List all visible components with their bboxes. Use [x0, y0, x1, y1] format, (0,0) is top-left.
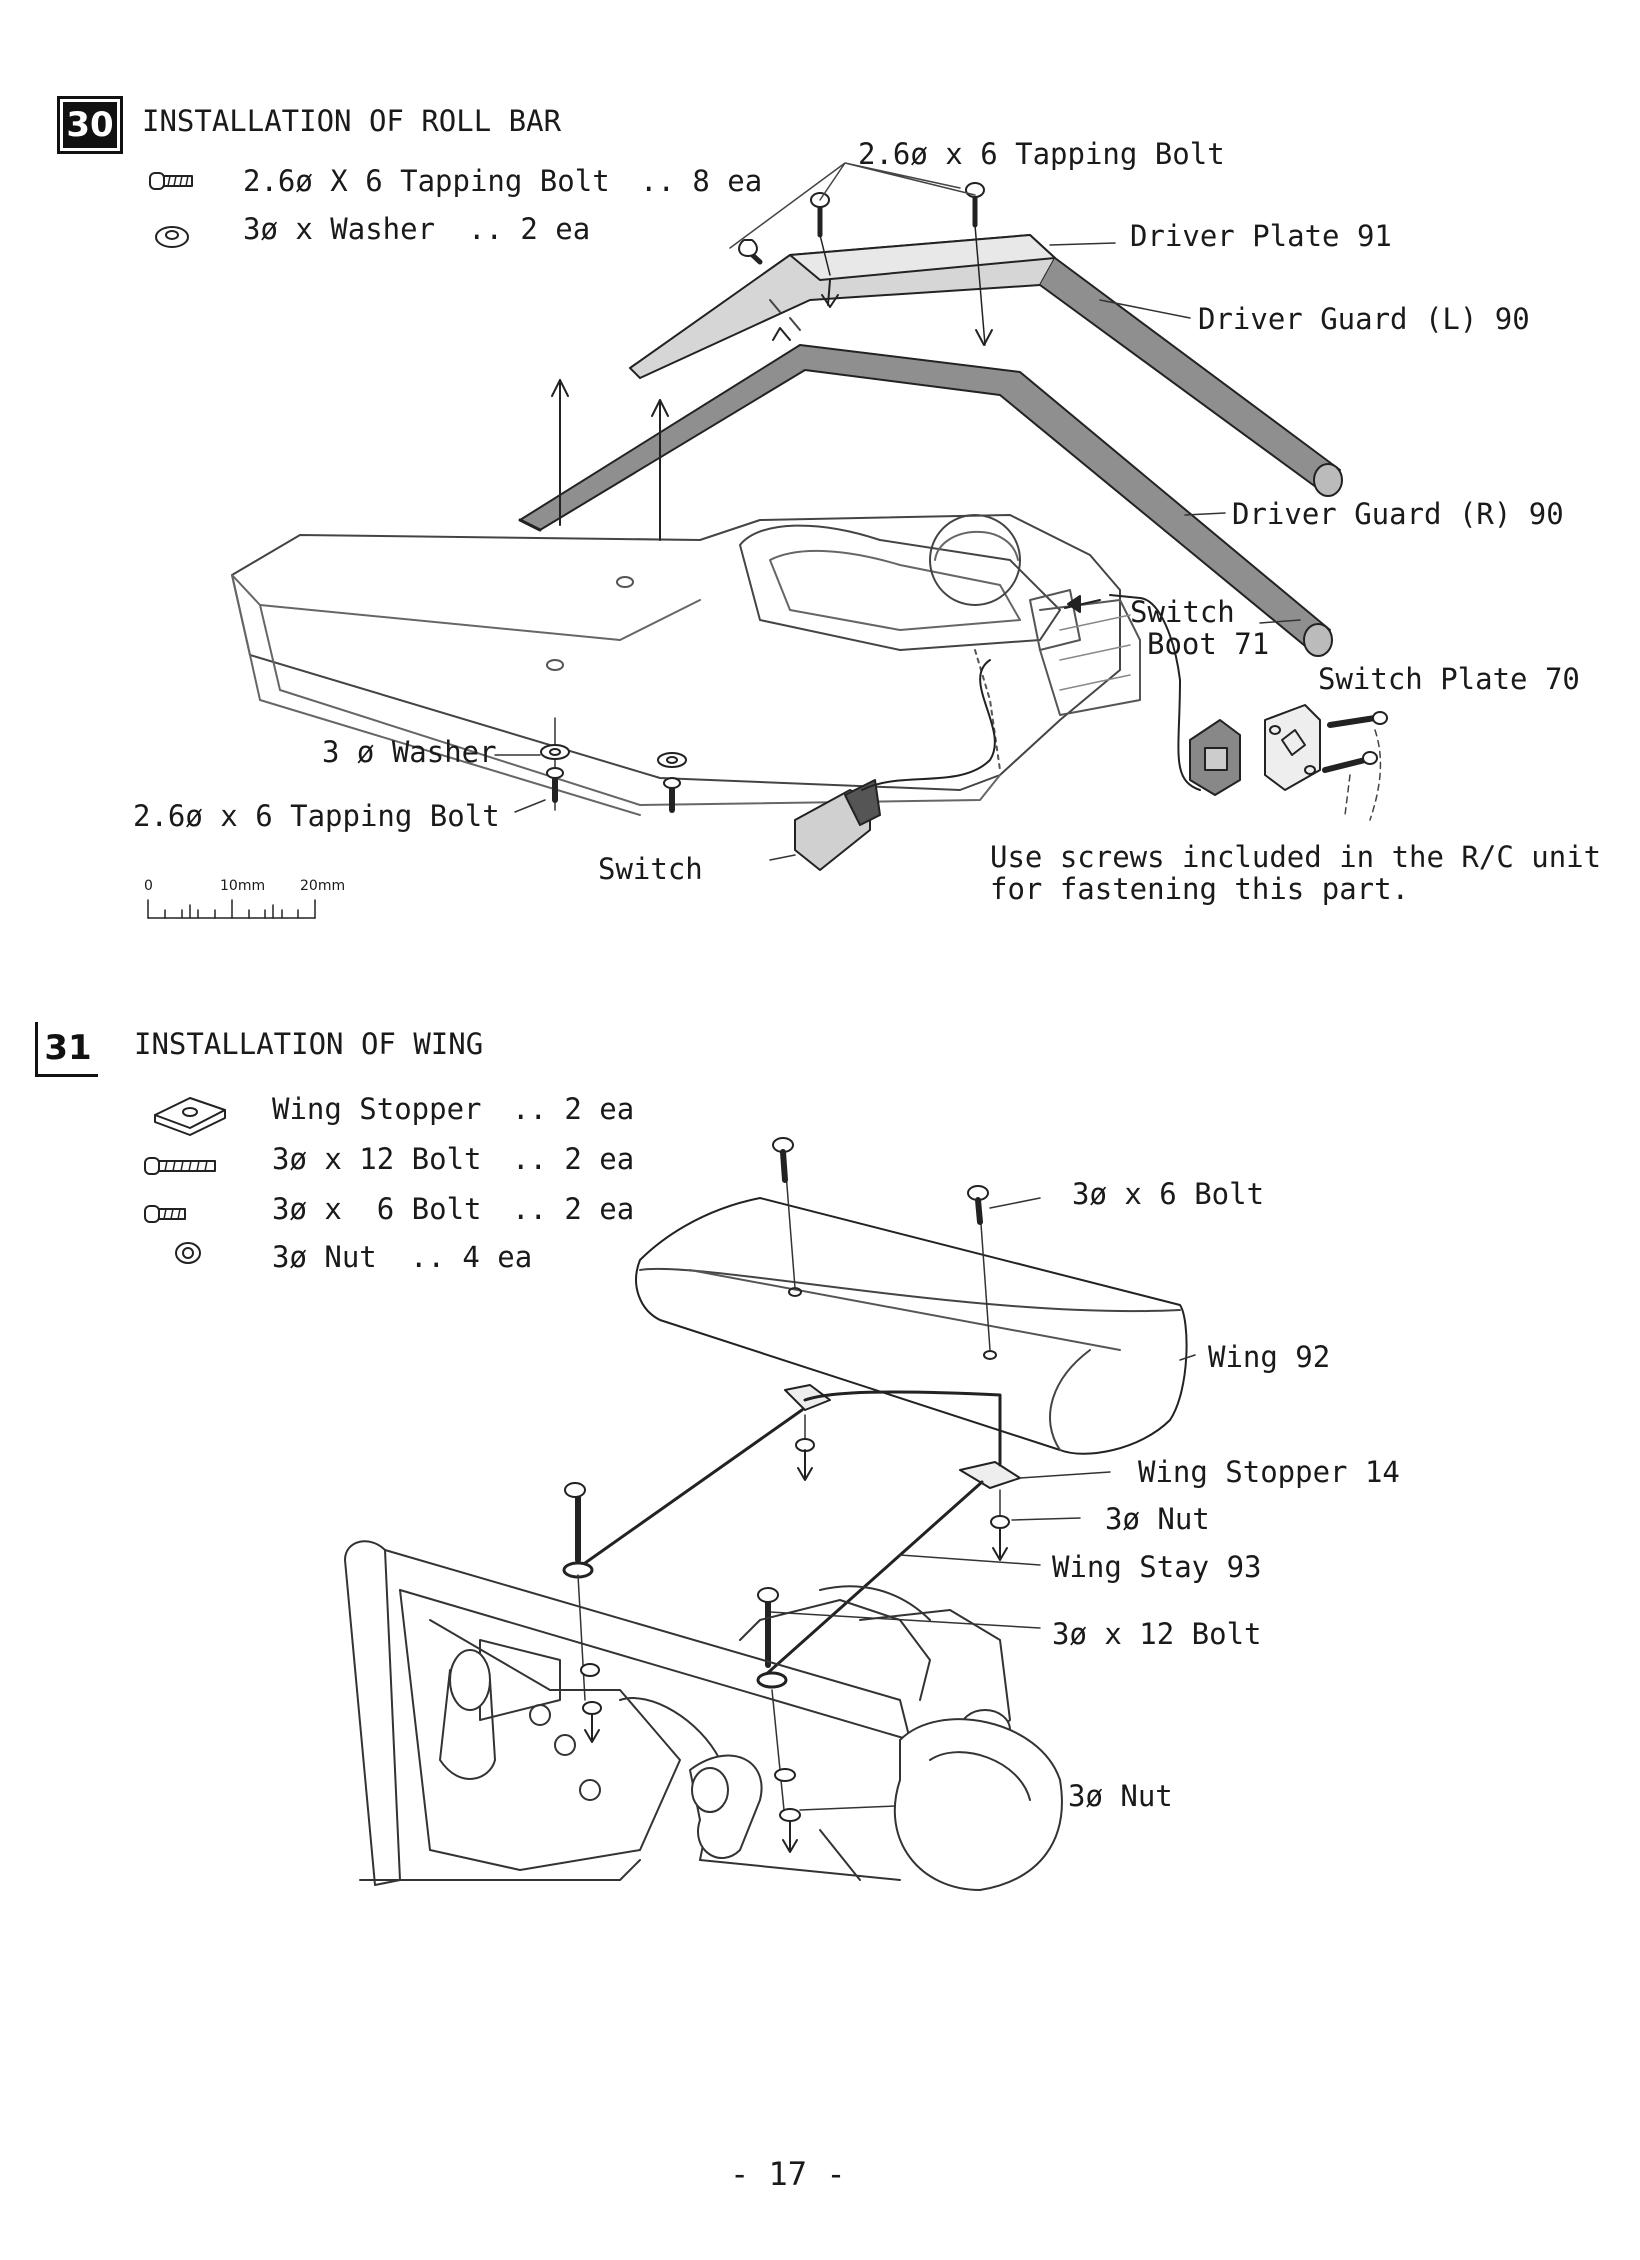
callout-switch-boot-line1: Switch: [1130, 595, 1235, 629]
callout-3mm-6-bolt: 3ø x 6 Bolt: [1072, 1177, 1265, 1211]
callout-top-tapping-bolt: 2.6ø x 6 Tapping Bolt: [858, 137, 1225, 171]
step-30-part-1-qty: .. 8 ea: [640, 164, 763, 198]
step-30-title: INSTALLATION OF ROLL BAR: [142, 104, 562, 138]
step-30-part-2-label: 3ø x Washer: [243, 212, 436, 246]
step-31-number: 31: [35, 1022, 98, 1077]
step-31-part-4-qty: .. 4 ea: [410, 1240, 533, 1274]
body-shell-drawing: [231, 514, 1141, 816]
callout-switch-boot-line2: Boot 71: [1147, 627, 1270, 661]
note-line-1: Use screws included in the R/C unit: [990, 840, 1602, 874]
callout-driver-guard-r: Driver Guard (R) 90: [1232, 497, 1564, 531]
switch-drawing: [769, 594, 1388, 871]
step-31-part-1-qty: .. 2 ea: [512, 1092, 635, 1126]
step-31-part-4-label: 3ø Nut: [272, 1240, 377, 1274]
callout-bottom-tapping-bolt: 2.6ø x 6 Tapping Bolt: [133, 799, 500, 833]
step-30-number: 30: [57, 96, 123, 154]
wing-drawing: [635, 1137, 1196, 1455]
note-line-2: for fastening this part.: [990, 872, 1410, 906]
scale-label-20: 20mm: [300, 878, 346, 894]
step-31-part-3-qty: .. 2 ea: [512, 1192, 635, 1226]
washer-icon: [155, 226, 189, 248]
long-bolt-icon: [144, 1157, 216, 1175]
roll-bar-drawing: [518, 234, 1343, 657]
scale-label-10: 10mm: [220, 878, 266, 894]
tapping-bolt-icon: [149, 172, 193, 190]
callout-washer: 3 ø Washer: [322, 735, 497, 769]
callout-driver-plate: Driver Plate 91: [1130, 219, 1392, 253]
callout-wing: Wing 92: [1208, 1340, 1331, 1374]
short-bolt-icon: [144, 1205, 186, 1223]
callout-nut-upper: 3ø Nut: [1105, 1502, 1210, 1536]
chassis-drawing: [344, 1540, 1063, 1891]
callout-3mm-12-bolt: 3ø x 12 Bolt: [1052, 1617, 1262, 1651]
callout-nut-lower: 3ø Nut: [1068, 1779, 1173, 1813]
step-31-part-2-qty: .. 2 ea: [512, 1142, 635, 1176]
scale-label-0: 0: [144, 878, 153, 894]
part-icons: [144, 172, 226, 1264]
scale-bar: [147, 899, 316, 919]
step-31-part-3-label: 3ø x 6 Bolt: [272, 1192, 482, 1226]
page-number: - 17 -: [730, 2155, 846, 2193]
nut-icon: [175, 1242, 201, 1264]
callout-wing-stay: Wing Stay 93: [1052, 1550, 1262, 1584]
step-31-title: INSTALLATION OF WING: [134, 1027, 484, 1061]
step-30-part-2-qty: .. 2 ea: [468, 212, 591, 246]
step-31-part-1-label: Wing Stopper: [272, 1092, 482, 1126]
wing-stopper-icon: [154, 1097, 226, 1136]
callout-wing-stopper: Wing Stopper 14: [1138, 1455, 1400, 1489]
tapping-bolts-drawing: [494, 162, 993, 813]
callout-switch-plate: Switch Plate 70: [1318, 662, 1580, 696]
step30-leaders: [1049, 242, 1301, 624]
wing-stay-drawing: [562, 1384, 1111, 1853]
callout-driver-guard-l: Driver Guard (L) 90: [1198, 302, 1530, 336]
callout-switch: Switch: [598, 852, 703, 886]
step-31-part-2-label: 3ø x 12 Bolt: [272, 1142, 482, 1176]
step-30-part-1-label: 2.6ø X 6 Tapping Bolt: [243, 164, 610, 198]
